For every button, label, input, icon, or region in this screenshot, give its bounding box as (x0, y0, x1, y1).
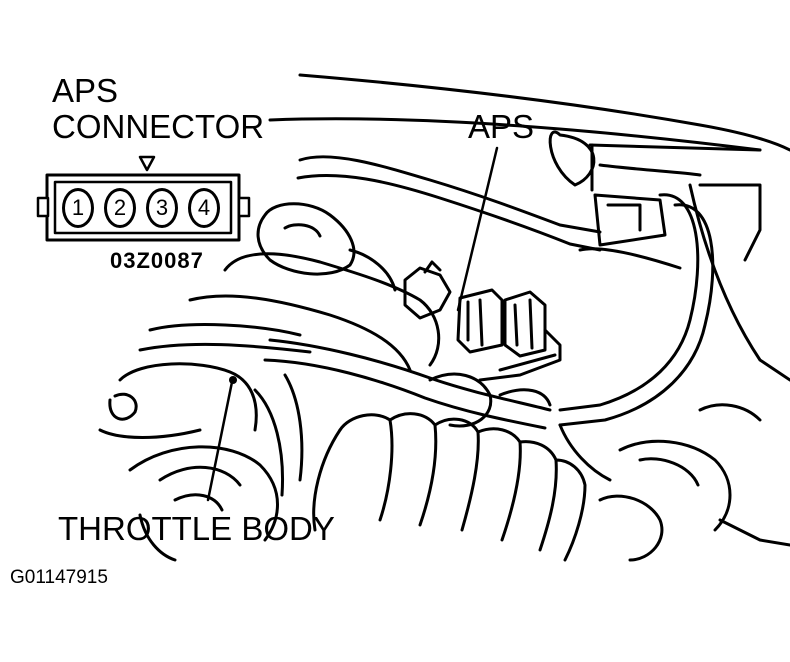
connector-indicator-triangle (138, 155, 156, 172)
connector-pin-1: 1 (62, 188, 94, 228)
aps-sensor (403, 260, 562, 382)
leader-lines (206, 146, 499, 502)
upper-hose (296, 155, 715, 427)
aps-connector-label-line1: APS (52, 72, 119, 109)
throttle-body-housing (138, 202, 441, 372)
aps-connector-label-line2: CONNECTOR (52, 108, 265, 145)
connector-pin-4: 4 (188, 188, 220, 228)
aps-label: APS (468, 108, 535, 145)
lower-throttle-body (98, 362, 304, 562)
right-side-components (558, 403, 790, 562)
intake-duct (312, 412, 587, 562)
connector-part-code: 03Z0087 (110, 248, 204, 273)
connector-pin-3: 3 (146, 188, 178, 228)
throttle-body-label: THROTTLE BODY (58, 510, 335, 547)
connector-pin-2: 2 (104, 188, 136, 228)
engine-bay-lines (268, 73, 790, 382)
figure-id: G01147915 (10, 567, 108, 588)
